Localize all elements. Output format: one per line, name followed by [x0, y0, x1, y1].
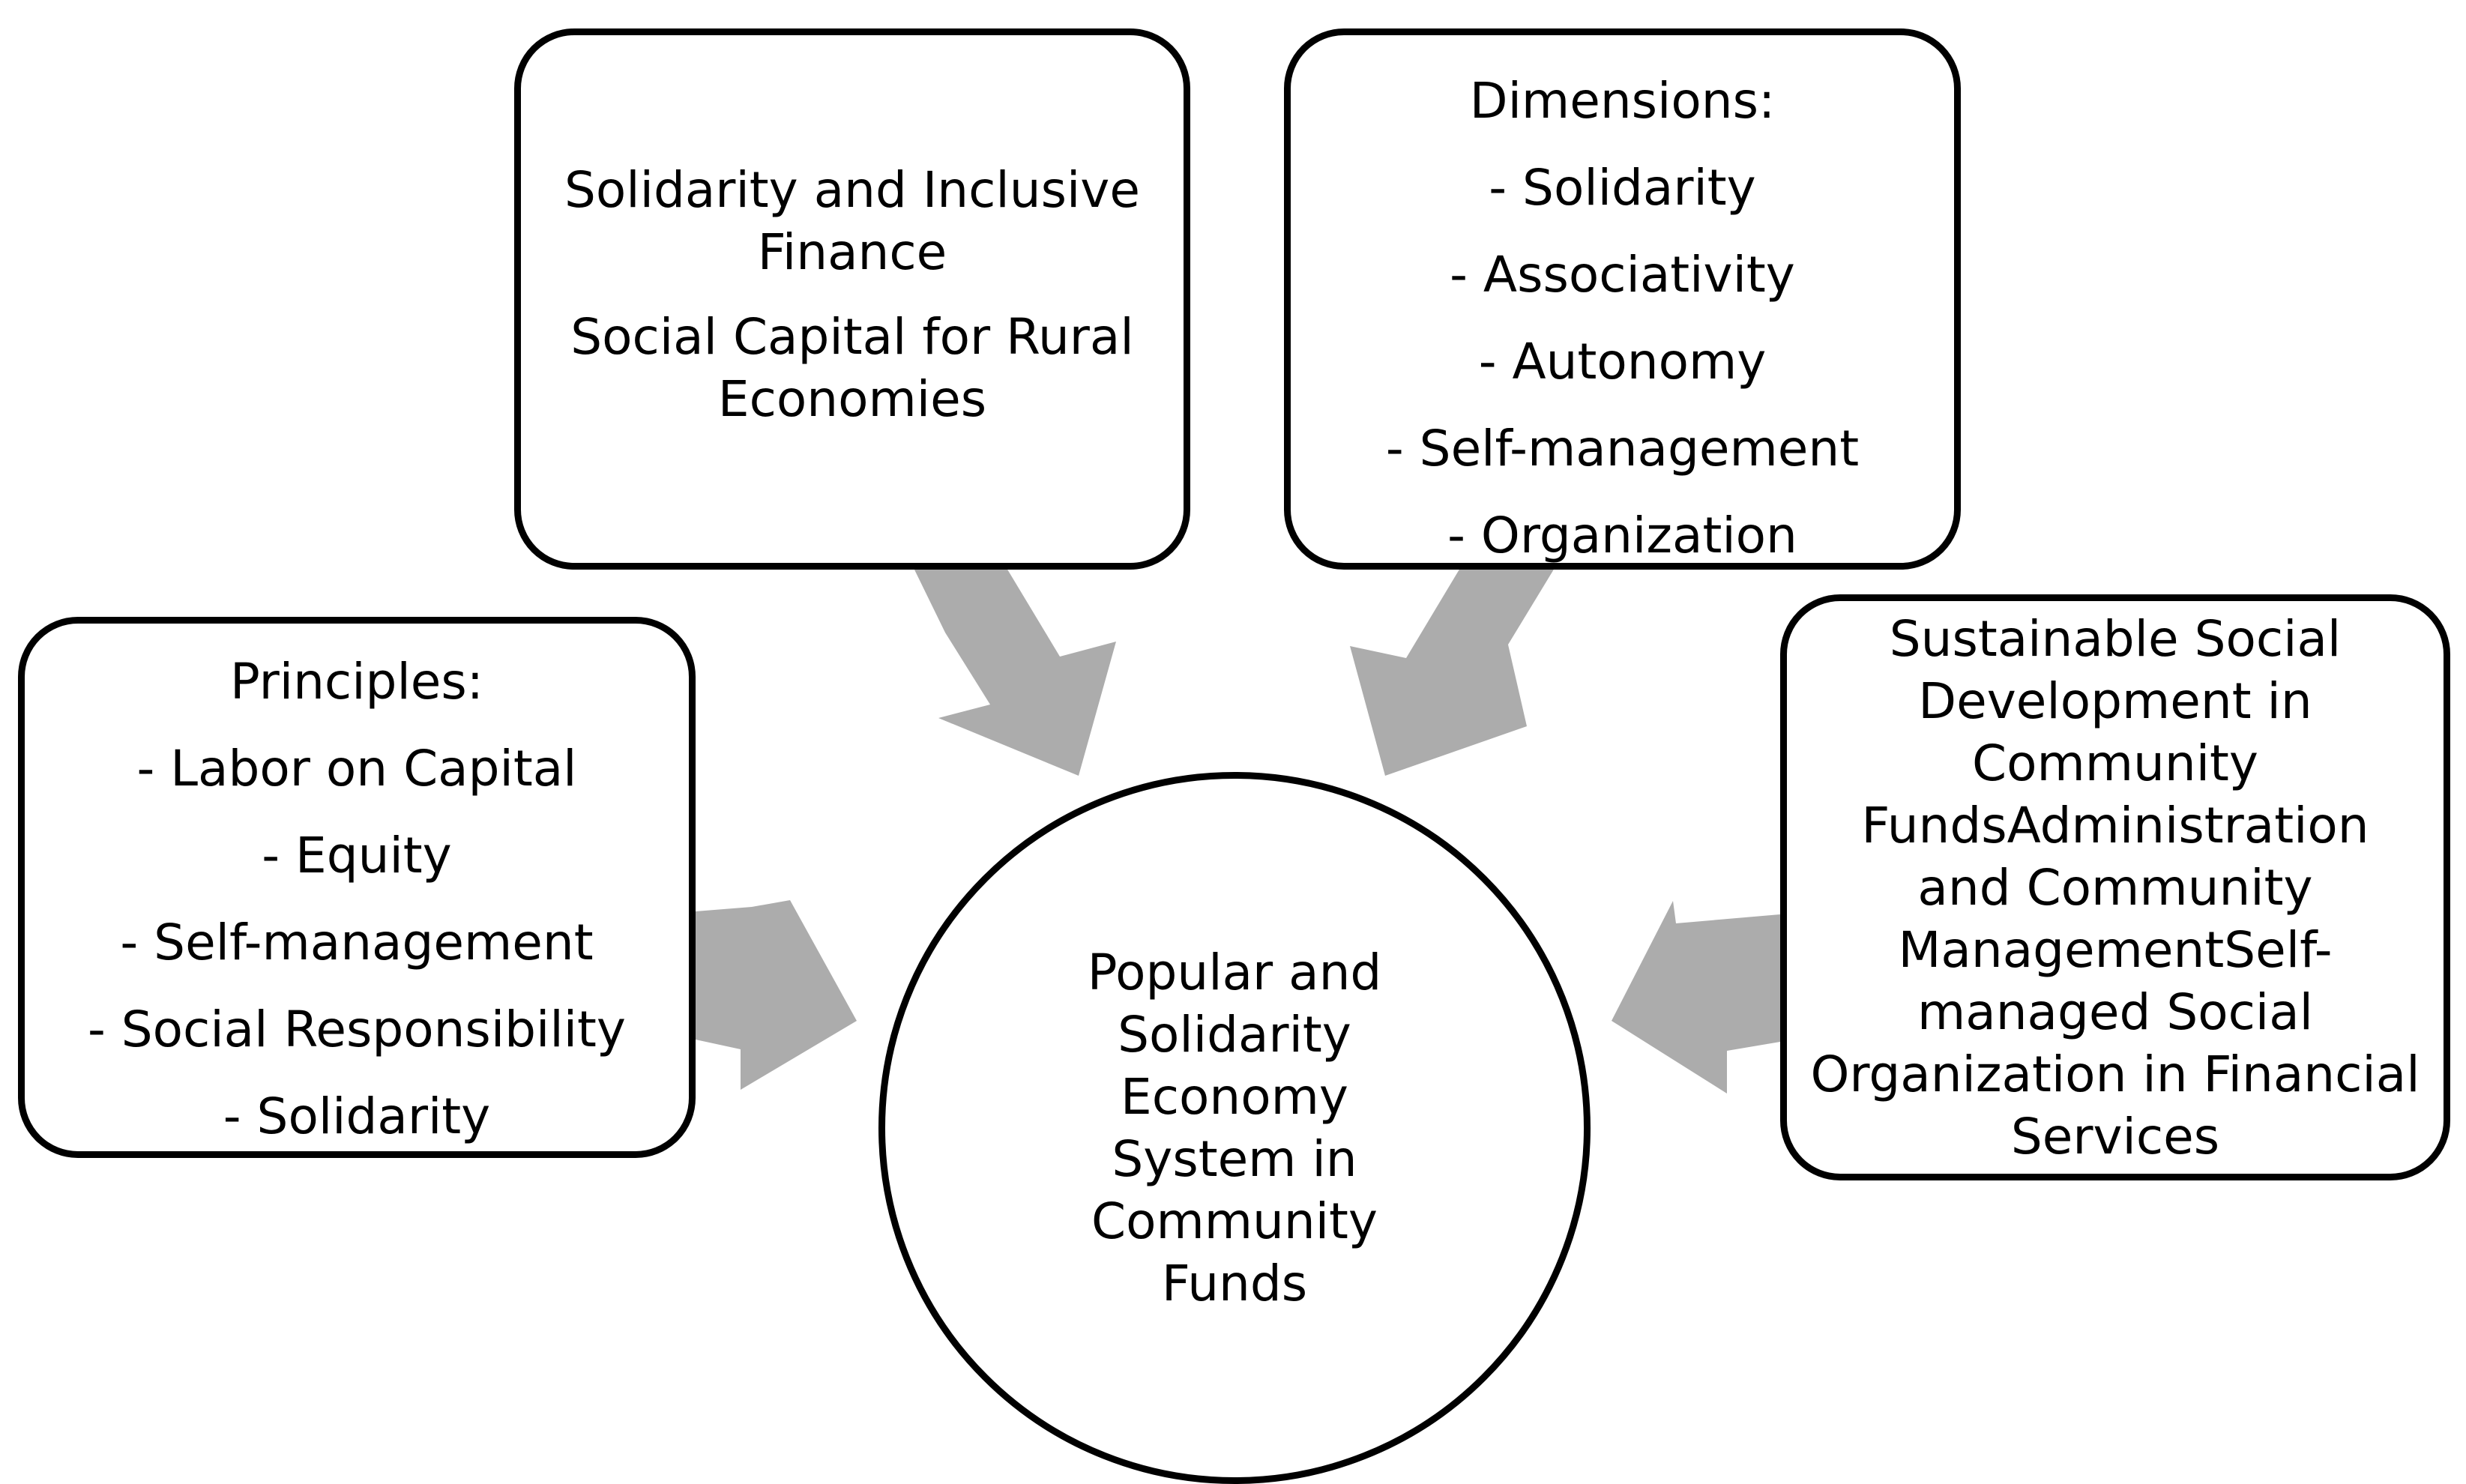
dimensions-box: Dimensions: - Solidarity - Associativity… — [1284, 28, 1961, 570]
principle-item: - Solidarity — [223, 1088, 491, 1145]
dimensions-heading: Dimensions: — [1469, 72, 1776, 130]
arrow-from-left — [696, 900, 857, 1090]
arrow-from-top-left — [914, 568, 1116, 776]
dimension-item: - Organization — [1447, 507, 1797, 564]
principles-heading: Principles: — [229, 653, 484, 711]
finance-capital-box: Solidarity and Inclusive Finance Social … — [514, 28, 1190, 570]
center-label: Popular and Solidarity Economy System in… — [1087, 944, 1382, 1312]
dimension-item: - Associativity — [1450, 246, 1795, 304]
principles-box: Principles: - Labor on Capital - Equity … — [18, 617, 696, 1158]
arrow-from-right — [1612, 901, 1780, 1094]
principle-item: - Equity — [262, 827, 452, 884]
principle-item: - Social Responsibility — [87, 1001, 626, 1058]
social-capital-text: Social Capital for Rural Economies — [570, 308, 1134, 428]
center-circle: Popular and Solidarity Economy System in… — [878, 772, 1591, 1484]
inclusive-finance-text: Solidarity and Inclusive Finance — [564, 161, 1140, 281]
dimension-item: - Self-management — [1385, 420, 1860, 477]
principle-item: - Self-management — [120, 914, 594, 971]
dimension-item: - Autonomy — [1478, 333, 1767, 390]
arrow-from-top-right — [1350, 568, 1555, 776]
sustainable-development-text: Sustainable Social Development in Commun… — [1810, 609, 2420, 1165]
principle-item: - Labor on Capital — [136, 740, 577, 797]
sustainable-development-box: Sustainable Social Development in Commun… — [1780, 594, 2450, 1180]
dimension-item: - Solidarity — [1489, 159, 1756, 217]
